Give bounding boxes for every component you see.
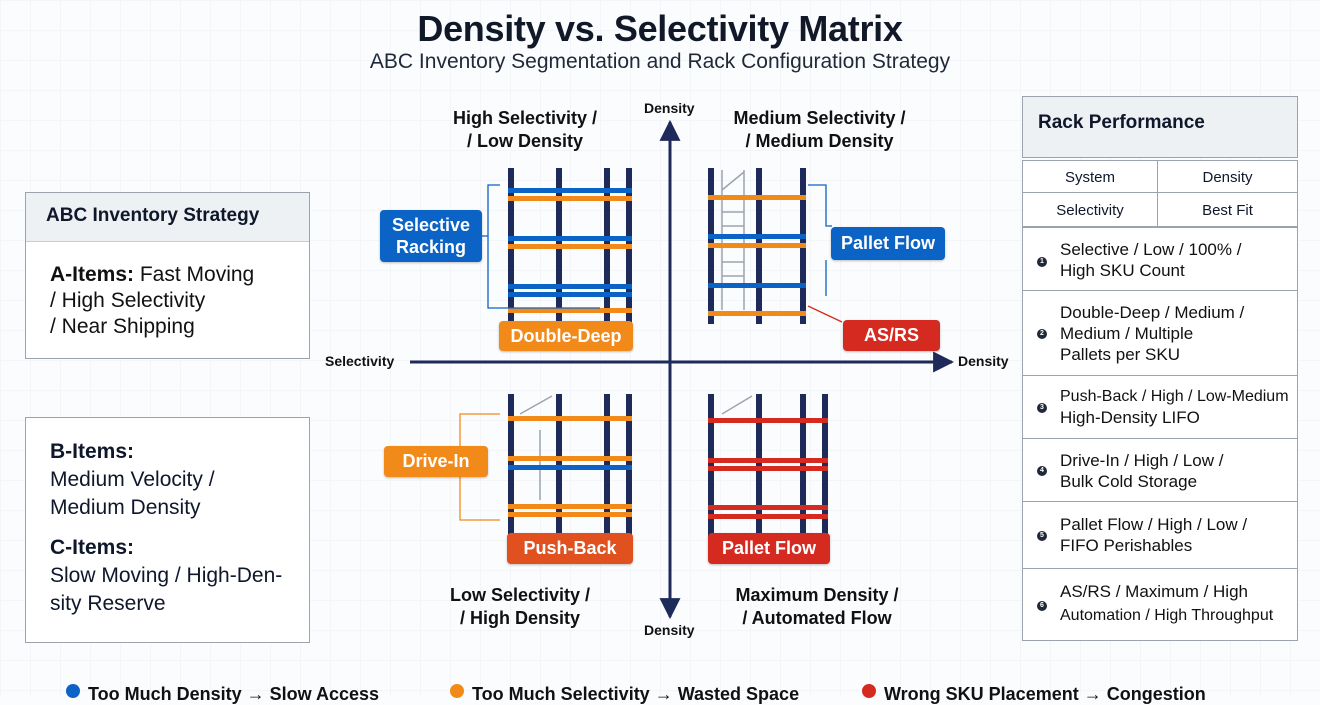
- a-items-text: A-Items: Fast Moving / High Selectivity …: [26, 242, 309, 360]
- c-items-line2: sity Reserve: [50, 592, 166, 615]
- a-items-line1: Fast Moving: [139, 263, 255, 286]
- tag-pallet-flow-blue: Pallet Flow: [831, 227, 945, 260]
- a-items-line2: / High Selectivity: [50, 289, 206, 312]
- table-row: 1 Selective / Low / 100% / High SKU Coun…: [1022, 227, 1298, 291]
- abc-strategy-header: ABC Inventory Strategy: [26, 193, 309, 242]
- a-items-label: A-Items:: [50, 263, 135, 286]
- row-number: 4: [1037, 466, 1047, 476]
- c-items-line1: Slow Moving / High-Den-: [50, 564, 283, 587]
- page-title: Density vs. Selectivity Matrix: [417, 8, 903, 49]
- quadrant-bottom-left-label: Low Selectivity / / High Density: [449, 585, 591, 628]
- table-row: 4 Drive-In / High / Low / Bulk Cold Stor…: [1022, 438, 1298, 502]
- quadrant-top-right-label: Medium Selectivity / / Medium Density: [733, 108, 906, 151]
- row-number: 1: [1037, 257, 1047, 267]
- legend-dot-icon: [450, 684, 464, 698]
- legend-dot-icon: [66, 684, 80, 698]
- rack-selective: [508, 168, 632, 324]
- table-row: 5 Pallet Flow / High / Low / FIFO Perish…: [1022, 501, 1298, 569]
- legend-item: Too Much Density → Slow Access: [66, 684, 379, 705]
- a-items-line3: / Near Shipping: [50, 315, 195, 338]
- tag-pallet-flow-red: Pallet Flow: [708, 533, 830, 564]
- legend-dot-icon: [862, 684, 876, 698]
- axis-label-right: Density: [958, 353, 1009, 369]
- bc-items-panel: B-Items: Medium Velocity / Medium Densit…: [25, 417, 310, 643]
- row-number: 5: [1037, 531, 1047, 541]
- axis-label-bottom: Density: [644, 622, 695, 638]
- b-items-line1: Medium Velocity /: [50, 468, 215, 491]
- quadrant-bottom-right-label: Maximum Density / / Automated Flow: [735, 585, 899, 628]
- legend-item: Wrong SKU Placement → Congestion: [862, 684, 1206, 705]
- tag-drive-in: Drive-In: [384, 446, 488, 477]
- connector-lines: [459, 184, 843, 521]
- col-header-best-fit: Best Fit: [1157, 192, 1298, 227]
- abc-strategy-panel: ABC Inventory Strategy A-Items: Fast Mov…: [25, 192, 310, 359]
- quadrant-top-left-label: High Selectivity / / Low Density: [452, 108, 598, 151]
- tag-asrs: AS/RS: [843, 320, 940, 351]
- b-items-line2: Medium Density: [50, 496, 201, 519]
- table-row: 2 Double-Deep / Medium / Medium / Multip…: [1022, 290, 1298, 376]
- table-row: 3 Push-Back / High / Low-Medium High-Den…: [1022, 375, 1298, 439]
- axis-label-left: Selectivity: [325, 353, 395, 369]
- legend-item: Too Much Selectivity → Wasted Space: [450, 684, 799, 705]
- row-number: 2: [1037, 329, 1047, 339]
- axis-label-top: Density: [644, 100, 695, 116]
- c-items-label: C-Items:: [50, 536, 135, 559]
- table-row: 6 AS/RS / Maximum / High Automation / Hi…: [1022, 568, 1298, 641]
- tag-selective-racking: Selective Racking: [380, 210, 482, 262]
- row-number: 6: [1037, 601, 1047, 611]
- rack-push-back: [508, 394, 632, 552]
- rack-performance-header: Rack Performance: [1022, 96, 1298, 158]
- b-items-label: B-Items:: [50, 440, 135, 463]
- tag-push-back: Push-Back: [507, 533, 633, 564]
- col-header-selectivity: Selectivity: [1022, 192, 1158, 227]
- row-number: 3: [1037, 403, 1047, 413]
- rack-pallet-flow-bottom: [708, 394, 828, 552]
- tag-double-deep: Double-Deep: [499, 321, 633, 351]
- rack-pallet-flow-top: [708, 168, 806, 324]
- col-header-system: System: [1022, 160, 1158, 193]
- page-subtitle: ABC Inventory Segmentation and Rack Conf…: [369, 50, 951, 73]
- col-header-density: Density: [1157, 160, 1298, 193]
